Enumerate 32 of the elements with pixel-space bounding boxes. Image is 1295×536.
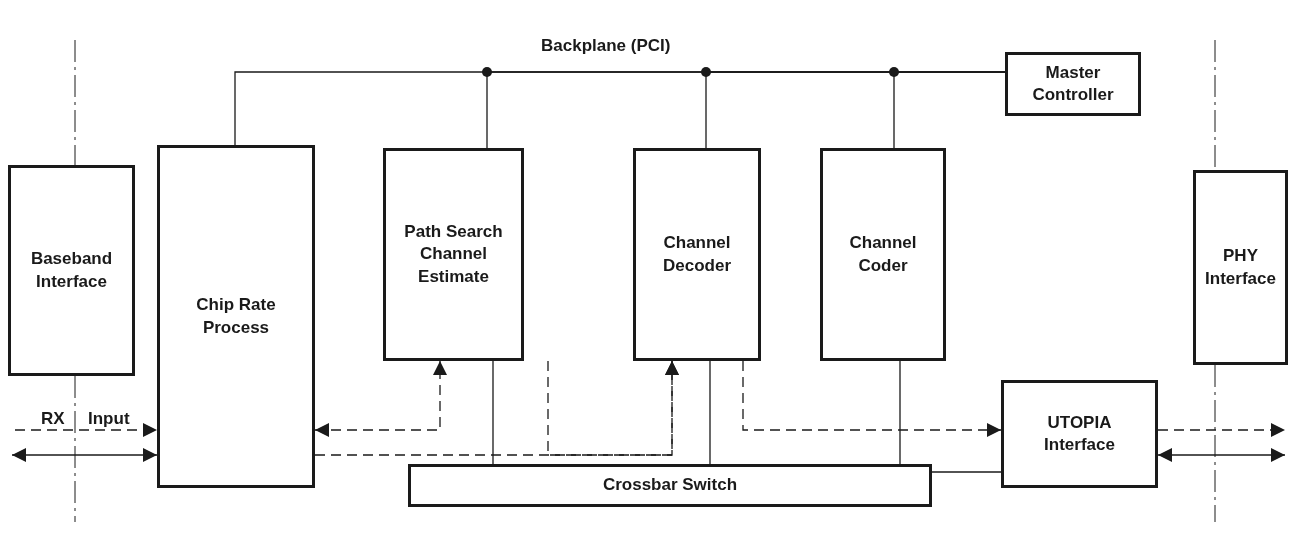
switch-box	[408, 464, 932, 507]
text-label: Backplane (PCI)	[541, 36, 671, 56]
connector-line	[492, 360, 494, 465]
interface-box	[1193, 170, 1288, 365]
node-label: Channel Decoder	[662, 232, 732, 277]
connector-line	[899, 360, 901, 465]
node-label: Path Search Channel Estimate	[403, 221, 504, 288]
arrow	[1157, 423, 1286, 437]
arrow	[14, 423, 158, 437]
arrow	[1157, 448, 1286, 462]
controller-box	[1005, 52, 1141, 116]
node-label: Crossbar Switch	[602, 474, 738, 497]
processor-box	[633, 148, 761, 361]
connector-line	[931, 471, 1002, 473]
processor-box	[383, 148, 524, 361]
node-label: PHY Interface	[1204, 245, 1277, 290]
arrow	[547, 360, 679, 456]
node-label: UTOPIA Interface	[1043, 411, 1116, 456]
processor-box	[820, 148, 946, 361]
node-label: Channel Coder	[848, 232, 918, 277]
interface-box	[1001, 380, 1158, 488]
text-label: Input	[88, 409, 130, 429]
arrow	[742, 360, 1002, 437]
node-label: Master Controller	[1031, 61, 1115, 106]
connector-line	[709, 360, 711, 465]
interface-box	[8, 165, 135, 376]
text-label: RX	[41, 409, 65, 429]
node-label: Chip Rate Process	[195, 294, 277, 339]
process-box	[157, 145, 315, 488]
arrow	[314, 360, 447, 437]
node-label: Baseband Interface	[29, 248, 114, 293]
arrow	[11, 448, 158, 462]
